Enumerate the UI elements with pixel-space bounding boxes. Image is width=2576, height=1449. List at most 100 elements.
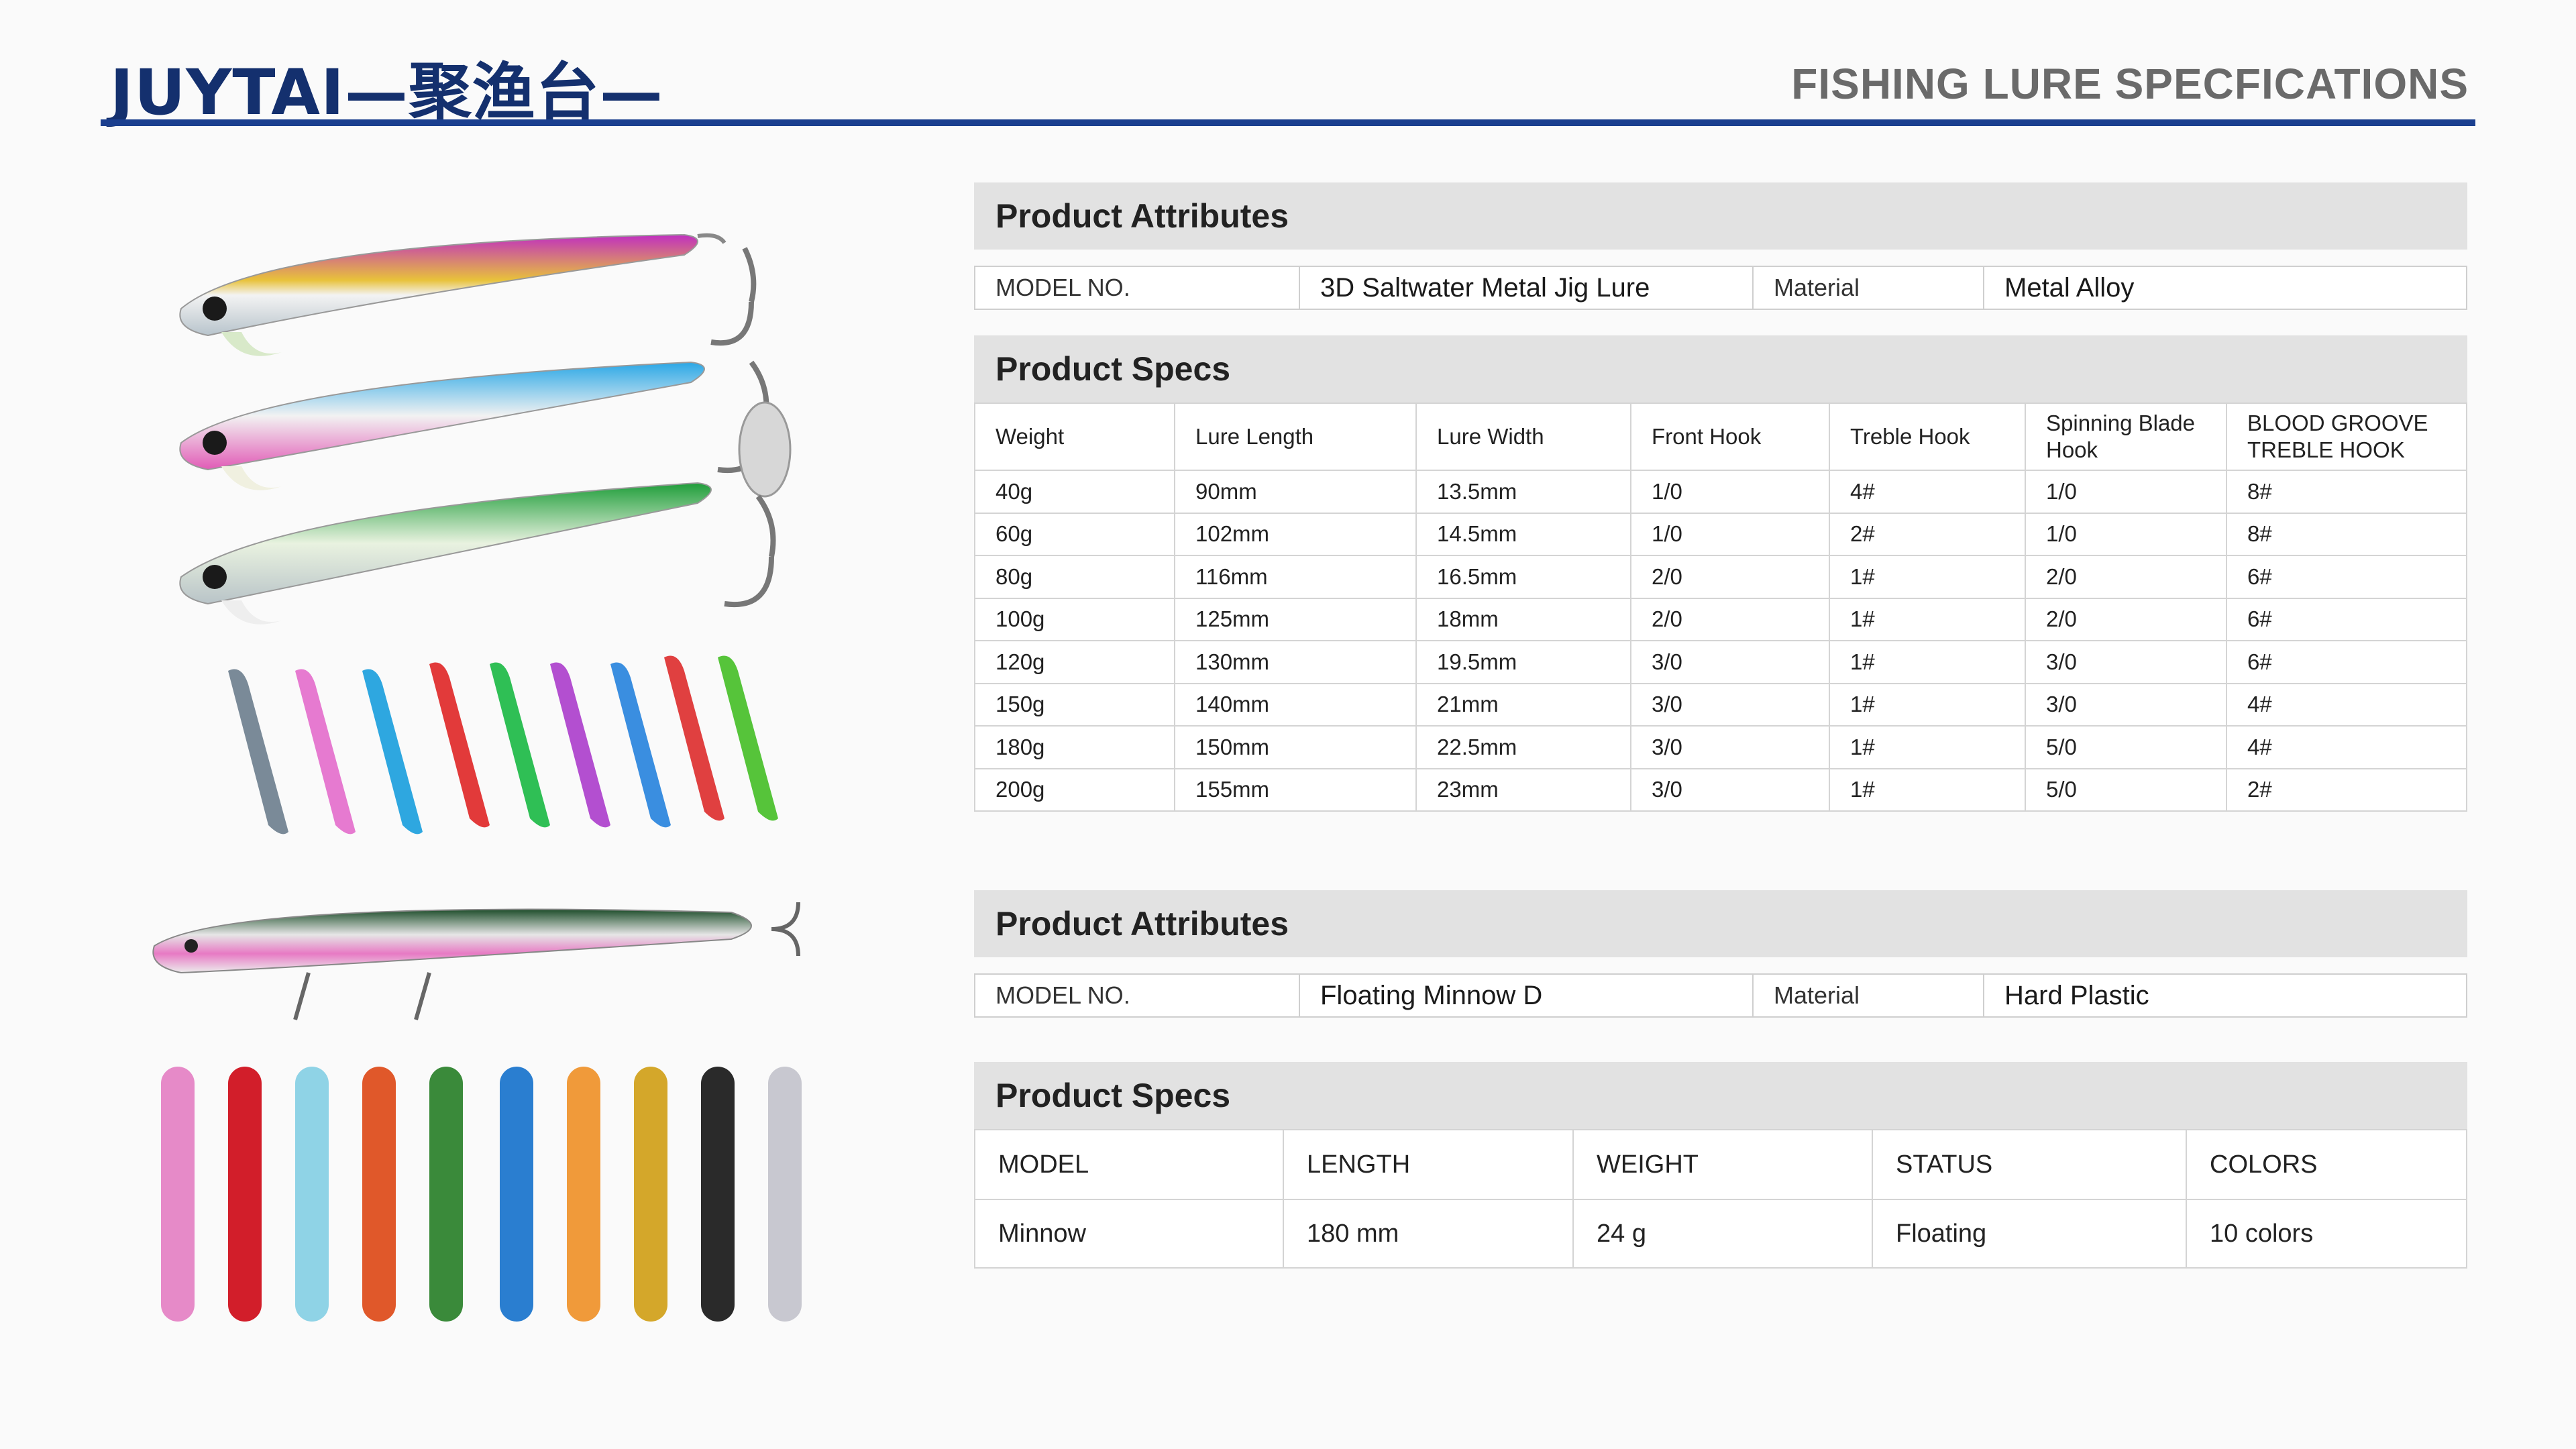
jig-lure-color-row — [228, 655, 778, 835]
jig-lures-image — [179, 233, 792, 835]
brand-logo: JUYTAI—聚渔台— — [110, 56, 663, 129]
specs-table: MODEL LENGTH WEIGHT STATUS COLORS Minnow… — [974, 1129, 2467, 1269]
table-cell: 1# — [1829, 682, 2026, 727]
material-value: Metal Alloy — [2004, 272, 2135, 303]
table-cell: 180g — [974, 725, 1175, 769]
table-cell: 1/0 — [1630, 470, 1830, 514]
product-images — [127, 201, 865, 1409]
table-cell: 4# — [1829, 470, 2026, 514]
minnow-lure-color-row — [161, 1067, 802, 1322]
table-cell: 1# — [1829, 640, 2026, 684]
specs-title: Product Specs — [974, 335, 2467, 402]
table-row: Minnow 180 mm 24 g Floating 10 colors — [974, 1199, 2467, 1269]
table-cell: 130mm — [1174, 640, 1417, 684]
table-cell: 1/0 — [2025, 470, 2227, 514]
minnow-lures-image — [152, 902, 802, 1322]
model-key: MODEL NO. — [975, 975, 1300, 1016]
column-header: Spinning Blade Hook — [2025, 402, 2227, 471]
table-cell: 14.5mm — [1415, 512, 1631, 556]
column-header: Front Hook — [1630, 402, 1830, 471]
table-cell: 3/0 — [1630, 682, 1830, 727]
jig-lure-purple — [179, 233, 757, 356]
material-key: Material — [1754, 975, 1984, 1016]
jig-lure-green — [179, 401, 792, 625]
table-cell: 3/0 — [2025, 682, 2227, 727]
attributes-title: Product Attributes — [974, 182, 2467, 250]
material-key: Material — [1754, 267, 1984, 309]
column-header: Lure Width — [1415, 402, 1631, 471]
page-title: FISHING LURE SPECFICATIONS — [1791, 60, 2469, 108]
table-cell: 24 g — [1572, 1199, 1873, 1269]
table-cell: 13.5mm — [1415, 470, 1631, 514]
section-floating-minnow: Product Attributes MODEL NO. Floating Mi… — [974, 890, 2467, 1269]
table-cell: 1# — [1829, 767, 2026, 812]
table-cell: 4# — [2226, 682, 2467, 727]
column-header: Lure Length — [1174, 402, 1417, 471]
attributes-row: MODEL NO. 3D Saltwater Metal Jig Lure Ma… — [974, 266, 2467, 310]
table-cell: 10 colors — [2186, 1199, 2467, 1269]
table-cell: 2# — [1829, 512, 2026, 556]
table-cell: 1# — [1829, 725, 2026, 769]
table-cell: 19.5mm — [1415, 640, 1631, 684]
table-cell: 150mm — [1174, 725, 1417, 769]
specs-table: Weight Lure Length Lure Width Front Hook… — [974, 402, 2467, 812]
column-header: LENGTH — [1283, 1129, 1574, 1200]
table-cell: 3/0 — [2025, 640, 2227, 684]
table-cell: 2/0 — [1630, 555, 1830, 599]
model-key: MODEL NO. — [975, 267, 1300, 309]
table-cell: 8# — [2226, 512, 2467, 556]
model-value: 3D Saltwater Metal Jig Lure — [1300, 267, 1754, 309]
table-cell: 120g — [974, 640, 1175, 684]
column-header: COLORS — [2186, 1129, 2467, 1200]
table-cell: 6# — [2226, 640, 2467, 684]
table-cell: 1/0 — [1630, 512, 1830, 556]
table-cell: 2# — [2226, 767, 2467, 812]
table-cell: 1/0 — [2025, 512, 2227, 556]
table-cell: 6# — [2226, 597, 2467, 641]
table-cell: 5/0 — [2025, 725, 2227, 769]
table-header-row: Weight Lure Length Lure Width Front Hook… — [974, 402, 2467, 471]
table-cell: 80g — [974, 555, 1175, 599]
column-header: Treble Hook — [1829, 402, 2026, 471]
table-cell: Floating — [1872, 1199, 2187, 1269]
table-cell: 23mm — [1415, 767, 1631, 812]
table-cell: Minnow — [974, 1199, 1284, 1269]
table-cell: 140mm — [1174, 682, 1417, 727]
column-header: BLOOD GROOVE TREBLE HOOK — [2226, 402, 2467, 471]
table-cell: 21mm — [1415, 682, 1631, 727]
jig-lure-blue — [179, 360, 769, 490]
table-cell: 90mm — [1174, 470, 1417, 514]
column-header: MODEL — [974, 1129, 1284, 1200]
table-cell: 60g — [974, 512, 1175, 556]
table-cell: 1# — [1829, 555, 2026, 599]
attributes-row: MODEL NO. Floating Minnow D Material Har… — [974, 973, 2467, 1018]
table-cell: 102mm — [1174, 512, 1417, 556]
table-cell: 1# — [1829, 597, 2026, 641]
table-cell: 2/0 — [2025, 597, 2227, 641]
table-cell: 8# — [2226, 470, 2467, 514]
header: JUYTAI—聚渔台— FISHING LURE SPECFICATIONS — [101, 34, 2475, 129]
table-cell: 200g — [974, 767, 1175, 812]
column-header: Weight — [974, 402, 1175, 471]
table-cell: 4# — [2226, 725, 2467, 769]
table-cell: 3/0 — [1630, 767, 1830, 812]
table-cell: 2/0 — [2025, 555, 2227, 599]
table-cell: 155mm — [1174, 767, 1417, 812]
specs-title: Product Specs — [974, 1062, 2467, 1129]
section-metal-jig: Product Attributes MODEL NO. 3D Saltwate… — [974, 182, 2467, 812]
material-value: Hard Plastic — [2004, 980, 2149, 1010]
table-cell: 180 mm — [1283, 1199, 1574, 1269]
attributes-title: Product Attributes — [974, 890, 2467, 957]
table-cell: 3/0 — [1630, 725, 1830, 769]
table-cell: 6# — [2226, 555, 2467, 599]
minnow-lure-large — [152, 902, 800, 1020]
table-cell: 22.5mm — [1415, 725, 1631, 769]
column-header: WEIGHT — [1572, 1129, 1873, 1200]
table-cell: 40g — [974, 470, 1175, 514]
